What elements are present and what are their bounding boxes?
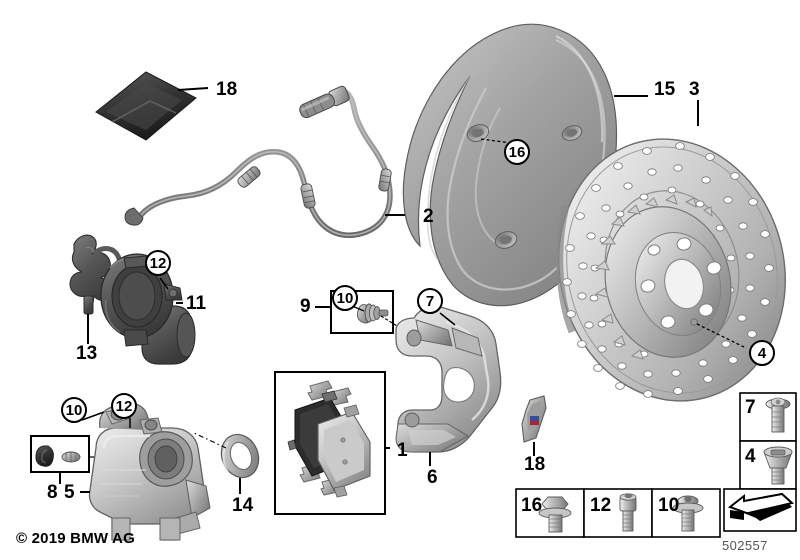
hardware-box-16	[515, 488, 585, 538]
circle-callout-4-label: 4	[757, 344, 767, 362]
callout-9-label: 9	[300, 296, 311, 317]
circle-callout-10: 10	[332, 285, 358, 311]
caliper-carrier	[395, 305, 502, 453]
copyright-notice: © 2019 BMW AG	[16, 530, 135, 547]
flange-head-bolt	[765, 397, 791, 433]
callout-14: 14	[232, 496, 253, 515]
callout-1-label: 1	[397, 440, 408, 461]
brake-disc	[556, 138, 786, 402]
hardware-label-12: 12	[590, 496, 611, 515]
brake-caliper	[88, 403, 211, 541]
leader-12-actuator	[159, 277, 169, 290]
hardware-label-4-text: 4	[745, 446, 756, 467]
torx-flange-bolt	[672, 495, 704, 532]
brake-pad-front	[317, 404, 371, 498]
piston-seal-ring	[220, 433, 260, 479]
callout-13-label: 13	[76, 343, 98, 364]
drawing-number: 502557	[722, 538, 768, 553]
circle-callout-16: 16	[504, 139, 530, 165]
callout-14-label: 14	[232, 495, 254, 516]
hardware-box-4	[739, 440, 797, 490]
orientation-arrow-box	[723, 488, 797, 532]
callout-15: 15	[654, 80, 675, 99]
hardware-box-10	[651, 488, 721, 538]
callout-8-label: 8	[47, 482, 58, 503]
leader-10-to-pin	[380, 315, 398, 327]
circle-callout-10-label: 10	[336, 289, 354, 307]
callout-18-label: 18	[524, 454, 546, 475]
hex-flange-bolt	[538, 496, 572, 533]
callout-11-label: 11	[186, 293, 207, 314]
leader-7	[439, 312, 456, 326]
circle-callout-10b-label: 10	[65, 401, 83, 419]
circle-callout-12b-label: 12	[115, 397, 133, 415]
retaining-clip	[521, 395, 547, 443]
hardware-box-12	[583, 488, 653, 538]
hardware-label-12-text: 12	[590, 495, 612, 516]
callout-5-label: 5	[64, 482, 75, 503]
circle-callout-16-label: 16	[508, 143, 526, 161]
hardware-label-16-text: 16	[521, 495, 543, 516]
leader-17	[177, 87, 209, 91]
callout-13: 13	[76, 344, 97, 363]
hardware-label-4: 4	[745, 447, 756, 466]
hardware-label-10: 10	[658, 496, 679, 515]
callout-15-label: 15	[654, 79, 676, 100]
callout-1: 1	[397, 441, 408, 460]
callout-11: 11	[186, 294, 206, 313]
socket-head-cap-screw	[619, 493, 637, 532]
callout-17-label: 18	[216, 79, 238, 100]
hardware-label-16: 16	[521, 496, 542, 515]
circle-callout-7-label: 7	[425, 292, 435, 310]
countersunk-screw	[763, 446, 793, 485]
brake-pad-wear-sensor	[124, 85, 393, 239]
callout-9: 9	[300, 297, 311, 316]
circle-callout-4: 4	[749, 340, 775, 366]
callout-6-label: 6	[427, 467, 438, 488]
callout-2-label: 2	[423, 206, 434, 227]
callout-18: 18	[524, 455, 545, 474]
circle-callout-12: 12	[145, 250, 171, 276]
grease-packet	[95, 71, 197, 141]
brake-pad-set-box	[274, 371, 386, 515]
circle-callout-7: 7	[417, 288, 443, 314]
callout-3: 3	[689, 80, 700, 99]
leader-10-caliper	[81, 411, 105, 421]
leader-4	[696, 323, 747, 349]
hardware-label-7-text: 7	[745, 397, 756, 418]
hardware-box-7	[739, 392, 797, 442]
hardware-label-10-text: 10	[658, 495, 680, 516]
callout-17: 118	[216, 80, 237, 99]
circle-callout-12-label: 12	[149, 254, 167, 272]
callout-8: 8	[47, 483, 58, 502]
callout-3-label: 3	[689, 79, 700, 100]
circle-callout-12-caliper: 12	[111, 393, 137, 419]
circle-callout-10-caliper: 10	[61, 397, 87, 423]
callout-5: 5	[64, 483, 75, 502]
callout-6: 6	[427, 468, 438, 487]
hardware-label-7: 7	[745, 398, 756, 417]
callout-2: 2	[423, 207, 434, 226]
repair-kit-box	[30, 435, 90, 473]
